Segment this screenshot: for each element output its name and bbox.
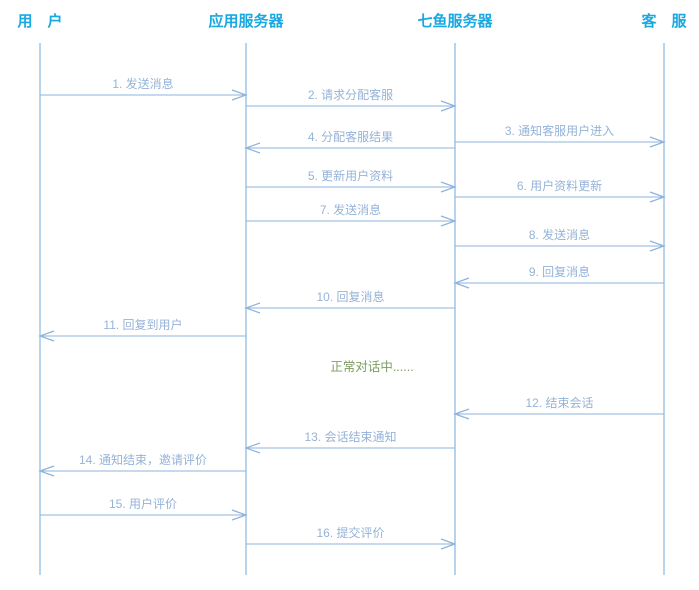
message-label-14: 14. 通知结束，邀请评价: [79, 452, 207, 467]
message-label-12: 12. 结束会话: [525, 396, 593, 410]
message-arrowhead-11: [38, 330, 55, 342]
actor-label-user: 用 户: [17, 12, 62, 30]
message-arrowhead-3: [649, 136, 666, 148]
message-label-5: 5. 更新用户资料: [308, 168, 393, 183]
message-label-13: 13. 会话结束通知: [304, 430, 396, 444]
message-label-11: 11. 回复到用户: [103, 317, 182, 332]
message-label-7: 7. 发送消息: [320, 202, 381, 217]
message-label-3: 3. 通知客服用户进入: [505, 123, 614, 138]
message-arrowhead-8: [649, 240, 666, 252]
message-label-2: 2. 请求分配客服: [308, 87, 393, 102]
message-label-9: 9. 回复消息: [529, 264, 590, 279]
message-label-10: 10. 回复消息: [316, 289, 384, 304]
message-arrowhead-9: [453, 277, 470, 289]
message-label-8: 8. 发送消息: [529, 227, 590, 242]
message-arrowhead-6: [649, 191, 666, 203]
message-label-15: 15. 用户评价: [109, 496, 177, 511]
message-arrowhead-7: [440, 215, 457, 227]
message-arrowhead-13: [244, 442, 261, 454]
message-label-4: 4. 分配客服结果: [308, 129, 393, 144]
message-label-6: 6. 用户资料更新: [517, 178, 602, 193]
message-arrowhead-15: [231, 509, 248, 521]
message-arrowhead-5: [440, 181, 457, 193]
message-arrowhead-12: [453, 408, 470, 420]
message-arrowhead-14: [38, 465, 55, 477]
message-label-1: 1. 发送消息: [112, 76, 173, 91]
message-arrowhead-10: [244, 302, 261, 314]
message-label-16: 16. 提交评价: [316, 525, 384, 540]
note-normal-conversation: 正常对话中......: [330, 359, 413, 374]
message-arrowhead-2: [440, 100, 457, 112]
message-arrowhead-4: [244, 142, 261, 154]
actor-label-customer-service: 客 服: [640, 12, 687, 30]
message-arrowhead-16: [440, 538, 457, 550]
actor-label-app-server: 应用服务器: [208, 12, 284, 30]
message-arrowhead-1: [231, 89, 248, 101]
actor-label-qiyu-server: 七鱼服务器: [417, 12, 493, 30]
